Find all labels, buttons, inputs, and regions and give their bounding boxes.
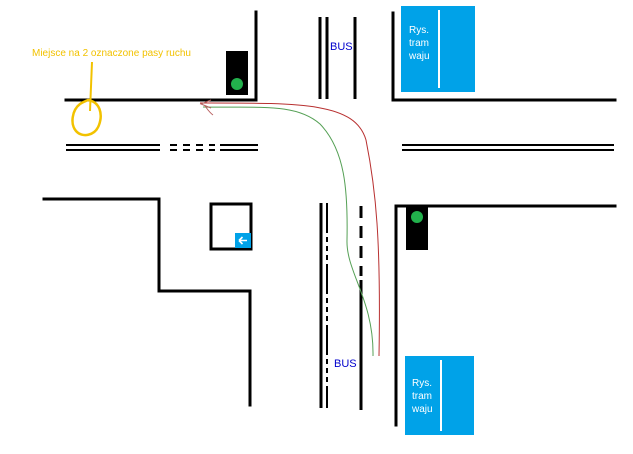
annotation-pointer: [89, 61, 93, 112]
panel-bottom-line-2: tram: [412, 391, 432, 402]
green-light: [231, 78, 243, 90]
bus-label-top: BUS: [330, 41, 353, 53]
panel-bottom-line-3: waju: [412, 404, 433, 415]
curb-bottom-left: [42, 197, 252, 407]
tram-track-stripe: [438, 10, 440, 88]
tram-drawing-panel-bottom: Rys. tram waju: [405, 356, 474, 435]
turn-path-red: [199, 102, 380, 357]
panel-top-line-2: tram: [409, 38, 429, 49]
green-light: [411, 211, 423, 223]
curb-bottom-right: [394, 204, 617, 427]
panel-bottom-text: Rys. tram waju: [412, 377, 433, 416]
traffic-light-top-left: [226, 51, 248, 95]
curb-top-right: [391, 11, 617, 102]
path-arrowhead: [199, 99, 214, 116]
left-arrow-sign-icon: [235, 233, 251, 248]
panel-top-text: Rys. tram waju: [409, 24, 430, 63]
tram-track-stripe: [440, 360, 442, 431]
panel-bottom-line-1: Rys.: [412, 378, 432, 389]
turn-path-green: [202, 106, 374, 357]
annotation-circle: [71, 98, 102, 137]
panel-top-line-3: waju: [409, 51, 430, 62]
road-edges: [42, 10, 617, 427]
traffic-island: [209, 202, 253, 251]
bus-label-bottom: BUS: [334, 358, 357, 370]
annotation-text: Miejsce na 2 oznaczone pasy ruchu: [32, 48, 191, 59]
tram-drawing-panel-top: Rys. tram waju: [401, 6, 475, 92]
lane-markings: [66, 17, 614, 410]
panel-top-line-1: Rys.: [409, 25, 429, 36]
traffic-light-bottom-right: [406, 207, 428, 250]
curb-top-left: [64, 10, 258, 102]
